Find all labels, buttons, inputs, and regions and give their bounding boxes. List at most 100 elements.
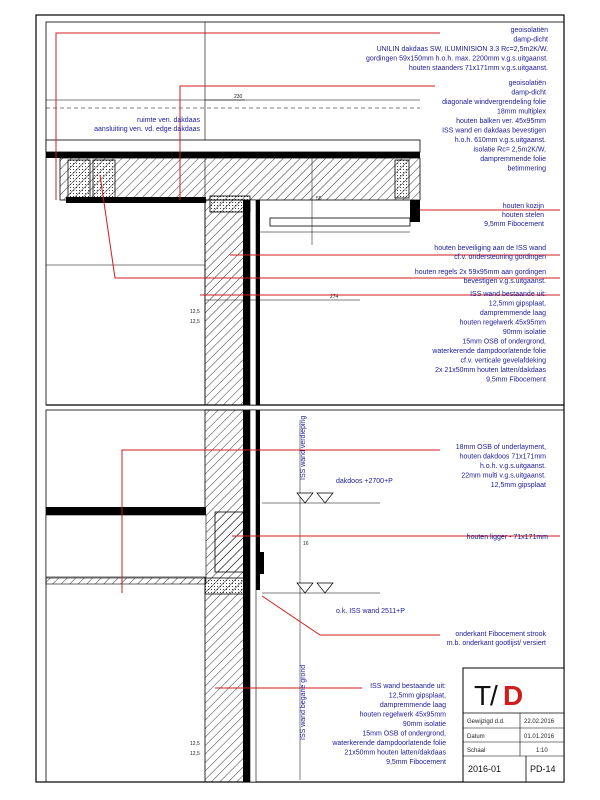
annotation-line: 12,5mm gipsplaat, [489,301,546,308]
title-row-label: Schaal [467,748,485,754]
dim-label: 12,5 [190,751,200,757]
level-marker-top [296,492,314,504]
dim-label: 12,5 [190,309,200,315]
annotation-line: cf.v. verticale gevelafdeking [461,358,547,365]
roof-beam [394,159,410,199]
annotation-line: waterkerende dampdoorlatende folie [331,740,446,747]
logo-letter-t: T [474,680,491,711]
annotation-line: m.b. onderkant gootlijst/ versiert [447,640,546,647]
leader-second-block [179,85,435,200]
dim-label: 12,5 [190,319,200,325]
dim-label: 12,5 [190,741,200,747]
dim-label: 16 [303,541,309,547]
title-row-label: Gewijzigd d.d. [467,719,505,725]
annotation-line: bevestigen v.g.s.uitgaanst. [464,278,546,285]
level-label-top: dakdoos +2700+P [336,478,393,485]
leader-top-block [55,32,440,200]
sole-plate [204,577,246,595]
annotation-line: houten beveiliging aan de ISS wand [434,245,546,252]
annotation-ligger: houten ligger - 71x171mm [467,534,548,541]
roof-beam [92,159,116,199]
flashing [256,552,264,574]
annotation-line: 18mm multiplex [497,109,547,116]
annotation-line: 9,5mm Fibocement [386,759,446,766]
annotation-floor: 18mm OSB of underlayment,houten dakdoos … [456,444,546,489]
annotation-line: geoisolatiën [511,27,548,34]
wall-cavity [249,199,257,406]
title-row-label: Datum [467,734,485,740]
annotation-iss-wall: ISS wand bestaande uit:12,5mm gipsplaat,… [431,291,546,384]
annotation-line: onderkant Fibocement strook [455,631,546,638]
dim-label: 274 [330,294,339,300]
annotation-line: 15mm OSB of ondergrond, [462,339,546,346]
annotation-line: waterkerende dampdoorlatende folie [431,348,546,355]
ceiling-panel [269,217,411,227]
lower-detail-border [45,409,565,783]
annotation-line: dampremmende folie [480,156,546,163]
floor-slab [46,507,206,515]
vertical-label-lower: ISS wand begane grond [300,665,307,740]
floor-joist-zone [45,514,207,578]
annotation-line: cf.v. ondersteuning gordingen [454,254,546,261]
annotation-line: damp-dicht [513,37,548,44]
level-marker-top-2 [316,492,334,504]
title-block: T / D Gewijzigd d.d. 22.02.2016 Datum 01… [462,667,565,783]
annotation-line: 12,5mm gipsplaat [491,482,546,489]
wall-top-plate [209,195,251,213]
annotation-line: geoisolatiën [509,80,546,87]
level-marker-bottom-2 [316,582,334,594]
wall-osb-lower [243,410,250,782]
annotation-line: houten regelwerk 45x95mm [460,320,547,327]
annotation-line: 9,5mm Fibocement [486,377,546,384]
annotation-line: houten stelen [502,212,544,219]
annotation-line: 18mm OSB of underlayment, [456,444,546,451]
title-row-value: 01.01.2016 [524,734,555,740]
wall-cladding [256,200,260,405]
annotation-line: houten kozijn [503,203,544,210]
wall-osb [243,200,250,405]
annotation-line: 90mm isolatie [503,329,546,336]
eave-board [410,200,420,222]
annotation-line: houten regelwerk 45x95mm [360,712,447,719]
annotation-line: 21x50mm houten latten/dakdaas [344,750,446,757]
floor-beam [214,511,246,573]
level-label-bottom: o.k. ISS wand 2511+P [336,608,405,615]
upper-detail-border [45,21,565,406]
wall-cavity-lower [249,409,257,783]
annotation-line: h.o.h. v.g.s.uitgaanst. [480,463,546,470]
annotation-line: 90mm isolatie [403,721,446,728]
wall-stud-zone [204,199,246,406]
annotation-line: ISS wand en dakdaas bevestigen [442,128,546,135]
project-number: 2016-01 [468,764,501,774]
annotation-line: ruimte ven. dakdaas [137,117,201,124]
sheet-number: PD-14 [530,764,556,774]
annotation-bottom-note: onderkant Fibocement strook m.b. onderkan… [447,631,547,647]
annotation-beam: houten regels 2x 59x95mm aan gordingen be… [415,269,546,285]
annotation-line: dampremmende laag [380,702,446,709]
roof-bottom-plate [66,197,206,203]
ceiling-lower [45,577,207,585]
wall-stud-zone-lower [204,409,246,783]
annotation-bottom-block: ISS wand bestaande uit:12,5mm gipsplaat,… [331,683,446,766]
leader-bottom-note [261,595,440,636]
annotation-line: betimmering [507,166,546,173]
annotation-line: 2x 21x50mm houten latten/dakdaas [435,367,546,374]
annotation-line: houten balken ver. 45x95mm [456,118,546,125]
annotation-bevel: houten beveiliging aan de ISS wand cf.v. … [434,245,546,261]
leader-beam [99,174,560,279]
annotation-line: dampremmende laag [480,310,546,317]
annotation-line: isolatie Rc= 2,5m2K/W, [473,147,546,154]
dim-label: 230 [234,94,243,100]
roof-board [45,139,421,153]
dim-label: 55 [316,196,322,202]
title-row-value: 1:10 [536,748,548,754]
title-row-value: 22.02.2016 [524,719,555,725]
annotation-line: damp-dicht [511,90,546,97]
annotation-line: houten regels 2x 59x95mm aan gordingen [415,269,546,276]
roof-beam [67,159,91,199]
logo-slash: / [490,680,498,711]
